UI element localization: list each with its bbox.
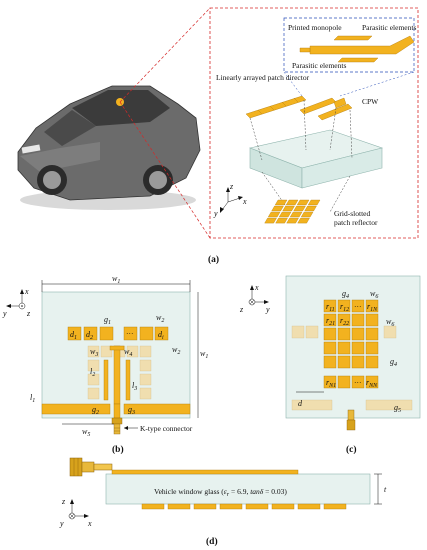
dim-w5: w5 bbox=[82, 427, 90, 438]
dim-g2: g2 bbox=[92, 405, 99, 416]
dim-l1: l1 bbox=[30, 393, 35, 404]
monopole-b bbox=[103, 345, 131, 405]
svg-text:x: x bbox=[24, 287, 29, 296]
car-illustration bbox=[17, 85, 201, 210]
cell-rNN: rNN bbox=[366, 378, 378, 389]
svg-text:z: z bbox=[61, 497, 66, 506]
k-connector-d bbox=[69, 457, 113, 477]
monopole-inset bbox=[283, 17, 415, 73]
svg-text:y: y bbox=[213, 209, 218, 218]
cell-r11: r11 bbox=[326, 302, 335, 313]
bottom-patches-d bbox=[141, 503, 347, 510]
axes-d: z y x bbox=[59, 497, 92, 528]
caption-d: (d) bbox=[206, 536, 218, 547]
dim-d: d bbox=[298, 399, 303, 408]
label-parasitic-elements-bottom: Parasitic elements bbox=[292, 61, 346, 70]
axes-a: z x y bbox=[213, 182, 247, 218]
cpw-ground-left bbox=[41, 403, 111, 415]
director-strip bbox=[245, 95, 307, 119]
dim-t: t bbox=[384, 485, 387, 494]
svg-text:x: x bbox=[87, 519, 92, 528]
k-connector-c bbox=[346, 409, 356, 431]
dim-w4: w4 bbox=[124, 347, 132, 358]
reflector-grid bbox=[264, 199, 321, 224]
director-shadow-c bbox=[291, 325, 413, 411]
cpw-feed-line bbox=[113, 403, 121, 419]
director-patches-b bbox=[67, 326, 169, 341]
dim-w3: w3 bbox=[90, 347, 98, 358]
top-layer-strip bbox=[111, 469, 299, 475]
panel-a: Printed monopole Parasitic elements Para… bbox=[17, 7, 419, 265]
cell-r1N: r1N bbox=[367, 302, 378, 313]
panel-c: r11 r12 ··· r1N r21 r22 rN1 ··· rNN g4 w… bbox=[239, 275, 421, 455]
svg-text:y: y bbox=[265, 305, 270, 314]
k-connector-b bbox=[111, 417, 123, 435]
label-di: di bbox=[158, 330, 164, 341]
cpw-ground-right bbox=[123, 403, 191, 415]
reflector-grid-c bbox=[323, 299, 379, 389]
label-printed-monopole: Printed monopole bbox=[288, 23, 342, 32]
dim-w1-top: w1 bbox=[112, 274, 120, 285]
label-dots-b: ··· bbox=[126, 329, 134, 338]
svg-text:y: y bbox=[59, 519, 64, 528]
label-cpw: CPW bbox=[362, 97, 379, 106]
dim-g4-top: g4 bbox=[342, 289, 349, 300]
dim-w2-top: w2 bbox=[156, 313, 164, 324]
inset-monopole bbox=[299, 35, 415, 63]
dim-l3: l3 bbox=[132, 381, 137, 392]
caption-a: (a) bbox=[208, 254, 219, 265]
dim-w1-side: w1 bbox=[200, 349, 208, 360]
cell-dots-top: ··· bbox=[354, 302, 362, 311]
cell-dots-bottom: ··· bbox=[354, 378, 362, 387]
panel-b: w1 w1 d1 d2 ··· di bbox=[2, 274, 208, 455]
svg-text:x: x bbox=[254, 283, 259, 292]
svg-text:z: z bbox=[229, 182, 234, 191]
glass-slab bbox=[248, 129, 384, 189]
dim-w6-side: w6 bbox=[386, 317, 394, 328]
dim-g4-side: g4 bbox=[390, 357, 397, 368]
dim-w6-top: w6 bbox=[370, 289, 378, 300]
cell-r21: r21 bbox=[326, 316, 335, 327]
panel-d: Vehicle window glass (εr = 6.9, tanδ = 0… bbox=[59, 457, 387, 547]
zoom-frame bbox=[209, 7, 419, 239]
svg-text:x: x bbox=[242, 197, 247, 206]
label-reflector: Grid-slotted patch reflector bbox=[334, 209, 378, 227]
cell-rN1: rN1 bbox=[326, 378, 336, 389]
dim-g3: g3 bbox=[128, 405, 135, 416]
caption-c: (c) bbox=[346, 444, 357, 455]
label-k-connector: K-type connector bbox=[140, 424, 193, 433]
cell-r22: r22 bbox=[340, 316, 349, 327]
cell-r12: r12 bbox=[340, 302, 349, 313]
label-d1: d1 bbox=[70, 330, 77, 341]
axes-c: x y z bbox=[239, 283, 270, 314]
dim-w2-side: w2 bbox=[172, 345, 180, 356]
svg-text:z: z bbox=[239, 305, 244, 314]
caption-b: (b) bbox=[112, 444, 124, 455]
dim-l2: l2 bbox=[90, 367, 95, 378]
dim-g5: g5 bbox=[394, 403, 401, 414]
dim-g1: g1 bbox=[104, 315, 111, 326]
svg-text:z: z bbox=[26, 309, 31, 318]
label-d2: d2 bbox=[86, 330, 93, 341]
axes-b: x y z bbox=[2, 287, 31, 318]
label-glass: Vehicle window glass (εr = 6.9, tanδ = 0… bbox=[154, 487, 287, 498]
label-director: Linearly arrayed patch director bbox=[216, 73, 310, 82]
monopole-cpw bbox=[299, 97, 353, 121]
label-parasitic-elements-top: Parasitic elements bbox=[362, 23, 416, 32]
svg-text:y: y bbox=[2, 309, 7, 318]
